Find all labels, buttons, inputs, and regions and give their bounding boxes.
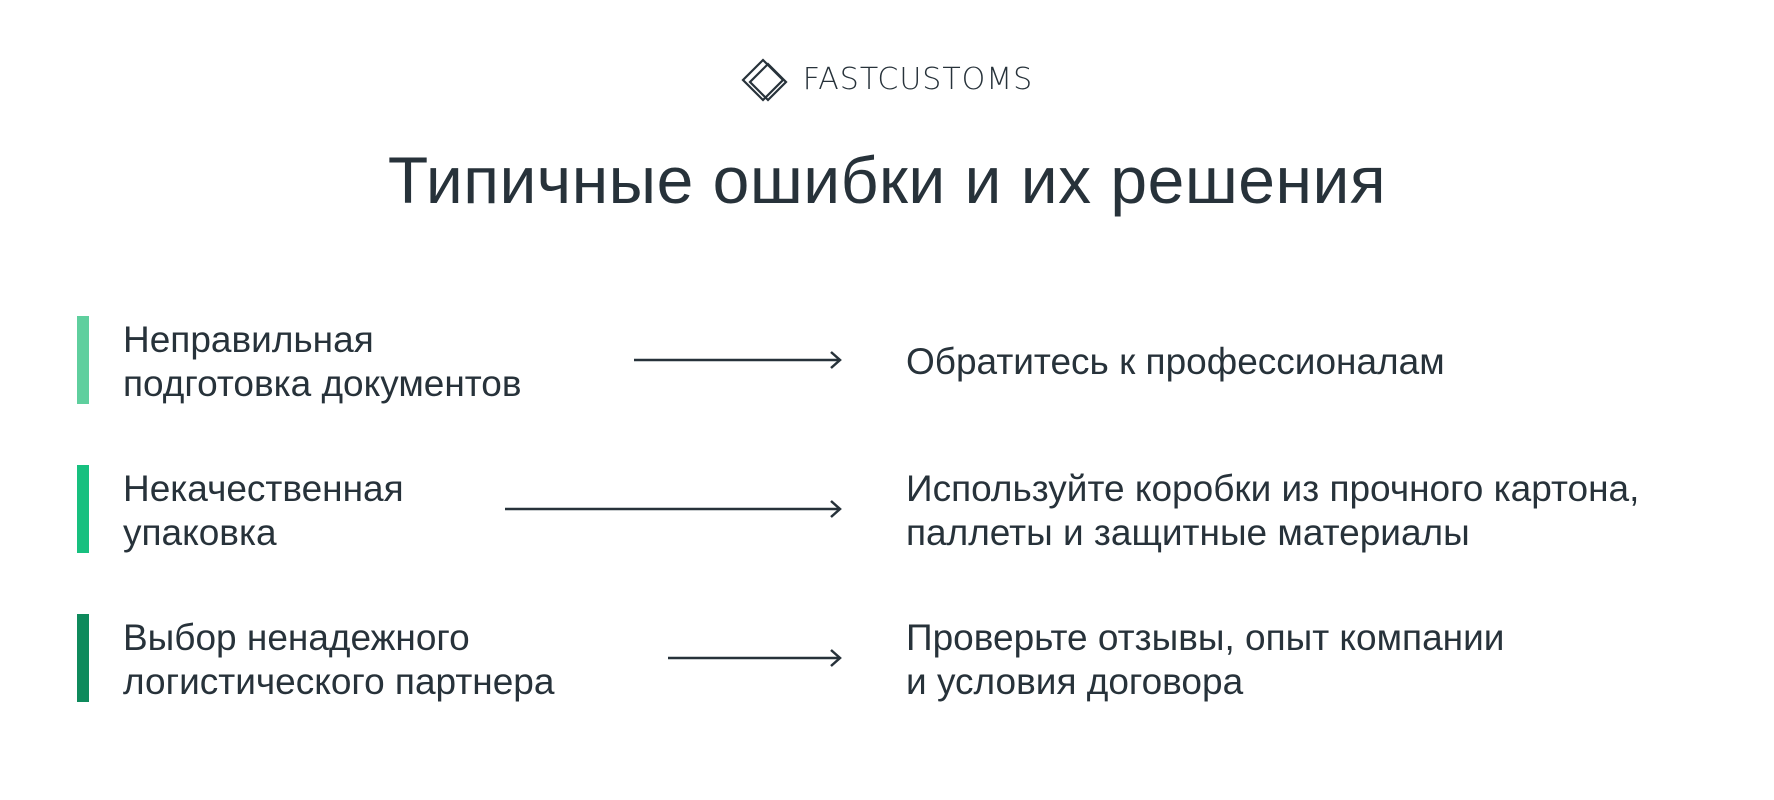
list-item: Некачественная упаковка Используйте коро… bbox=[0, 465, 1774, 553]
accent-bar bbox=[77, 465, 89, 553]
solution-text: Обратитесь к профессионалам bbox=[906, 341, 1445, 382]
list-item: Неправильная подготовка документов Обрат… bbox=[0, 316, 1774, 404]
problem-text: Некачественная упаковка bbox=[123, 468, 404, 553]
arrow-right-icon bbox=[634, 350, 842, 370]
mistakes-list: Неправильная подготовка документов Обрат… bbox=[0, 316, 1774, 763]
brand-logo: FASTCUSTOMS bbox=[0, 56, 1774, 104]
accent-bar bbox=[77, 614, 89, 702]
page-title: Типичные ошибки и их решения bbox=[387, 143, 1387, 217]
accent-bar bbox=[77, 316, 89, 404]
problem-text: Выбор ненадежного логистического партнер… bbox=[123, 617, 555, 702]
problem-text: Неправильная подготовка документов bbox=[123, 319, 522, 404]
list-item: Выбор ненадежного логистического партнер… bbox=[0, 614, 1774, 702]
diamond-logo-icon bbox=[741, 58, 788, 102]
arrow-right-icon bbox=[668, 648, 842, 668]
arrow-right-icon bbox=[505, 499, 842, 519]
brand-name: FASTCUSTOMS bbox=[802, 62, 1034, 97]
solution-text: Используйте коробки из прочного картона,… bbox=[906, 468, 1640, 553]
solution-text: Проверьте отзывы, опыт компании и услови… bbox=[906, 617, 1505, 702]
